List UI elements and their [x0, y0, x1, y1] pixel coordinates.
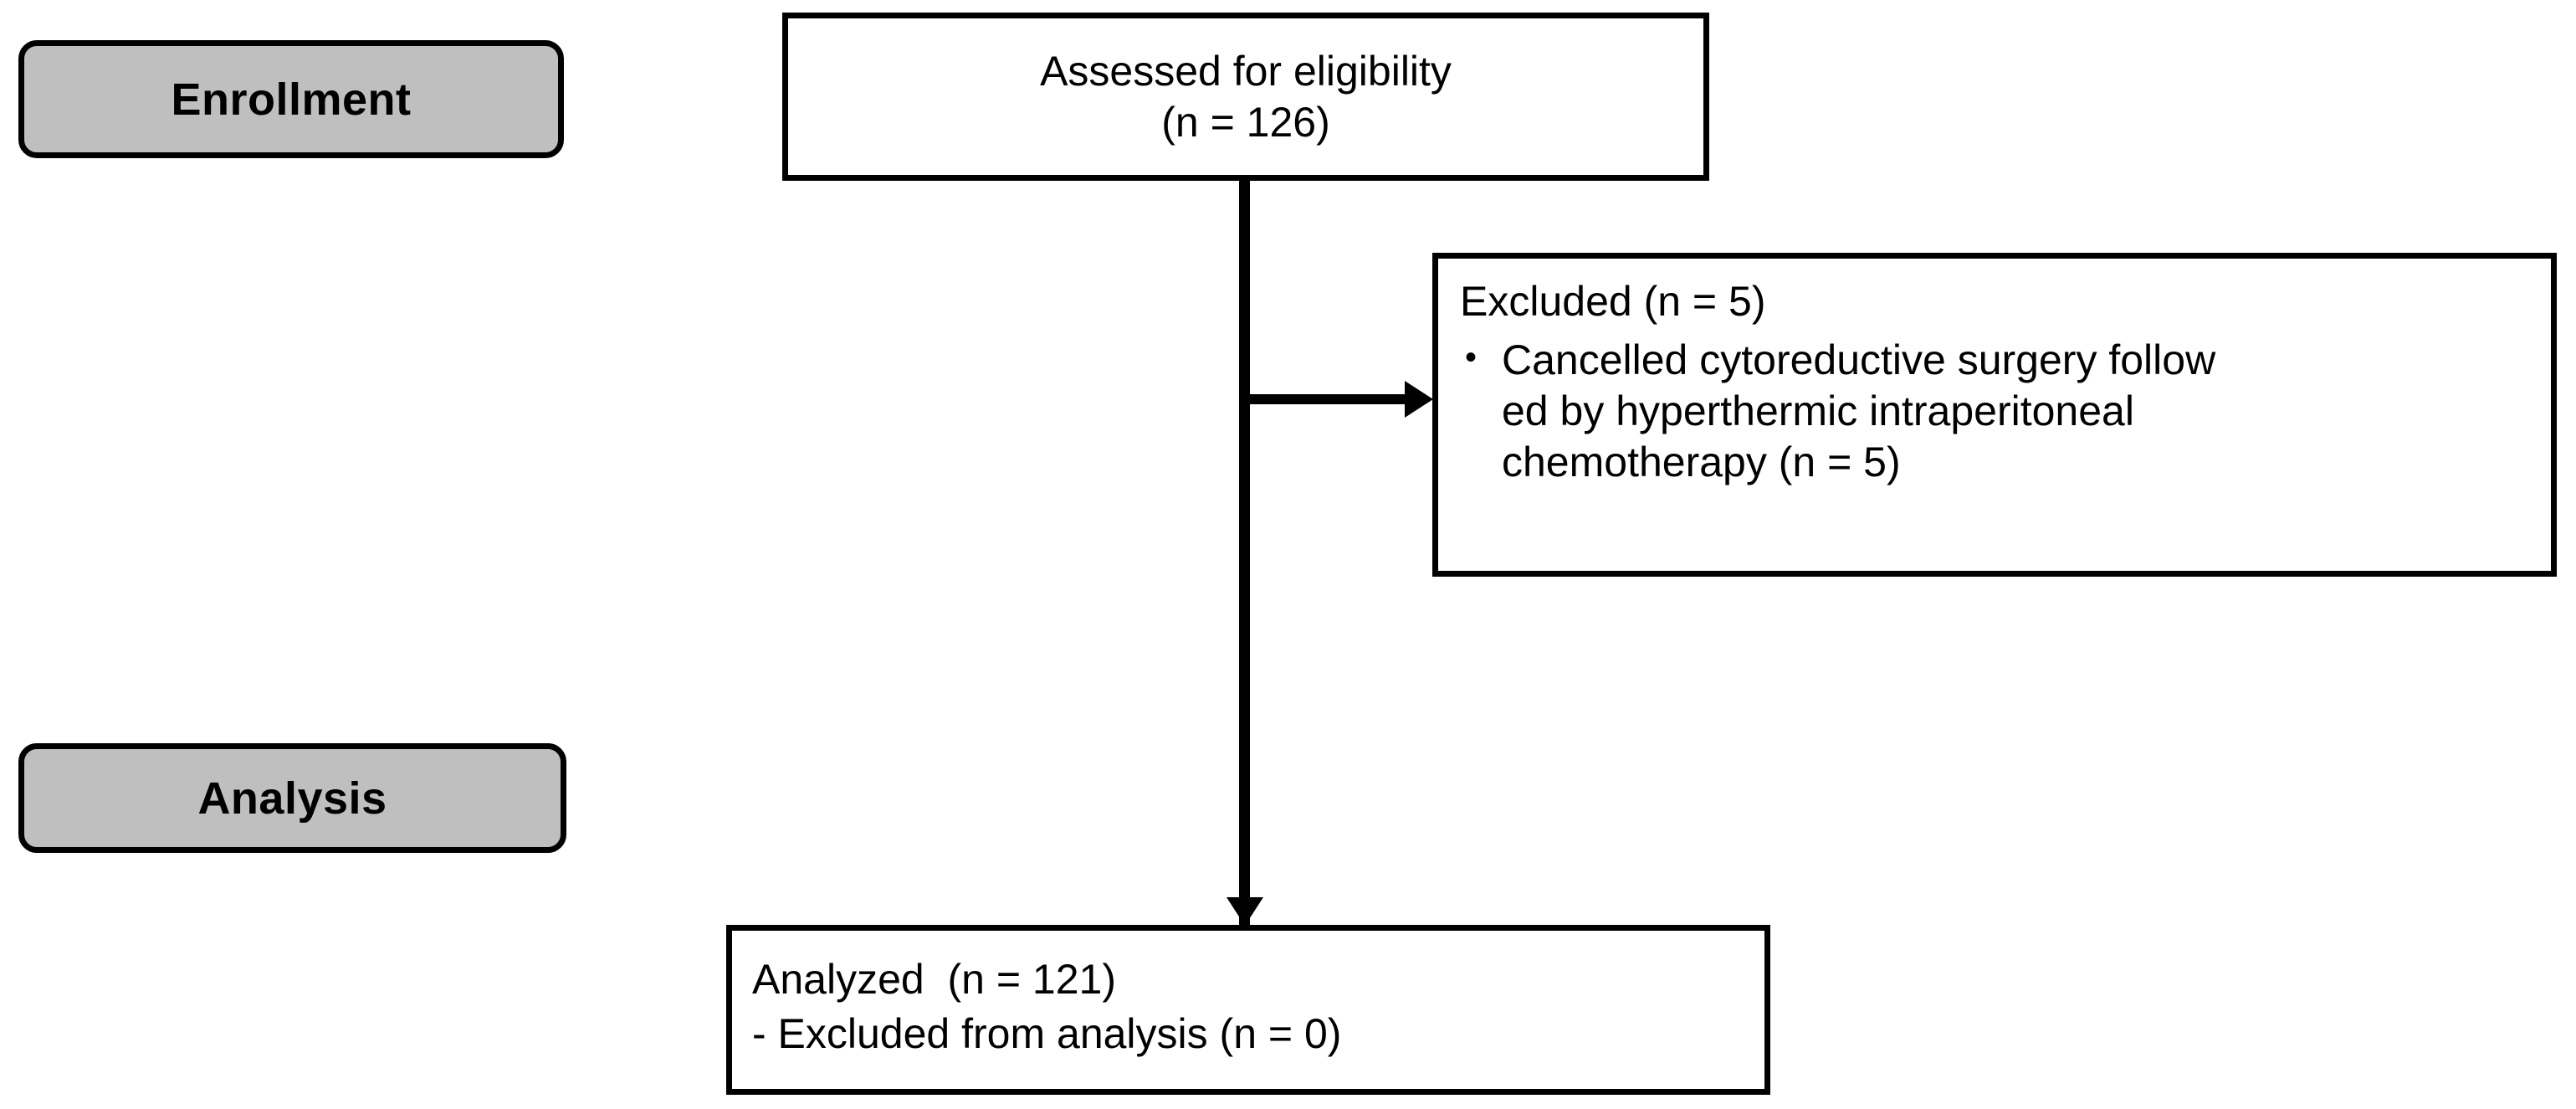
stage-label-analysis: Analysis [197, 773, 387, 824]
box-excluded-bullet-text: Cancelled cytoreductive surgery follow e… [1502, 336, 2216, 485]
bullet-icon: • [1465, 339, 1477, 376]
stage-pill-enrollment: Enrollment [18, 40, 564, 158]
box-excluded: Excluded (n = 5) • Cancelled cytoreducti… [1432, 253, 2557, 577]
box-excluded-heading: Excluded (n = 5) [1460, 278, 1766, 325]
box-excluded-bullet-row: • Cancelled cytoreductive surgery follow… [1460, 335, 2543, 488]
connector-vertical-main [1239, 181, 1250, 926]
box-analyzed-line-excluded: - Excluded from analysis (n = 0) [752, 1010, 1342, 1057]
box-analyzed-line-count: Analyzed (n = 121) [752, 956, 1116, 1003]
box-assessed-for-eligibility: Assessed for eligibility (n = 126) [782, 13, 1709, 181]
connector-horizontal-excluded [1244, 394, 1408, 404]
box-excluded-content: Excluded (n = 5) • Cancelled cytoreducti… [1438, 259, 2551, 496]
stage-label-enrollment: Enrollment [171, 74, 412, 125]
box-assessed-text: Assessed for eligibility (n = 126) [1040, 47, 1452, 146]
arrowhead-down-analyzed [1227, 897, 1263, 926]
box-analyzed-content: Analyzed (n = 121) - Excluded from analy… [732, 931, 1764, 1070]
stage-pill-analysis: Analysis [18, 743, 566, 853]
box-analyzed: Analyzed (n = 121) - Excluded from analy… [726, 925, 1770, 1095]
arrowhead-right-excluded [1405, 381, 1433, 418]
